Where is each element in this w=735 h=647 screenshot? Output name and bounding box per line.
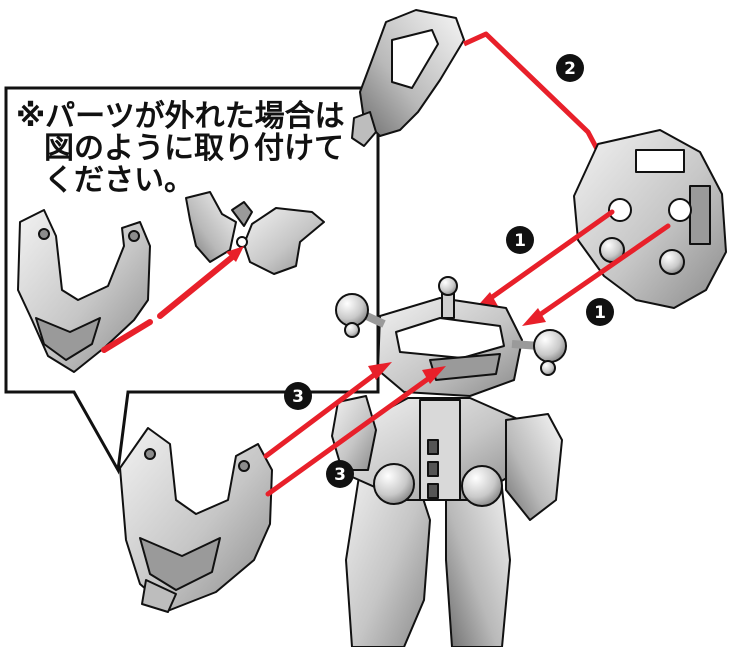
callout-note: ※パーツが外れた場合は 図のように取り付けて ください。 <box>16 99 345 198</box>
step-badge-1-lower: 1 <box>586 298 614 326</box>
backpack-part <box>573 129 727 309</box>
step-badge-1-upper: 1 <box>506 226 534 254</box>
step-badge-3-lower: 3 <box>326 460 354 488</box>
arrow-step-3-lower <box>265 366 446 497</box>
arrow-step-3-upper <box>263 362 392 459</box>
callout-head-part <box>17 209 151 373</box>
note-line-1: ※パーツが外れた場合は <box>16 99 345 134</box>
note-line-2: 図のように取り付けて <box>44 131 344 166</box>
head-part <box>119 427 273 613</box>
step-badge-2-label: 2 <box>564 59 576 79</box>
arrow-step-1-lower <box>522 223 671 326</box>
note-line-3: ください。 <box>44 163 194 198</box>
step-badge-3-upper: 3 <box>284 382 312 410</box>
callout-arrow <box>101 246 244 353</box>
step-badge-1-upper-label: 1 <box>514 231 526 251</box>
callout-neck-part <box>185 191 325 275</box>
arrow-step-1-upper <box>474 209 615 310</box>
step-badge-1-lower-label: 1 <box>594 303 606 323</box>
step-badge-3-lower-label: 3 <box>334 465 346 485</box>
step-badge-3-upper-label: 3 <box>292 387 304 407</box>
visor-part <box>351 9 465 147</box>
callout-box <box>4 86 380 475</box>
step-badge-2: 2 <box>556 54 584 82</box>
robot-body <box>331 276 567 647</box>
